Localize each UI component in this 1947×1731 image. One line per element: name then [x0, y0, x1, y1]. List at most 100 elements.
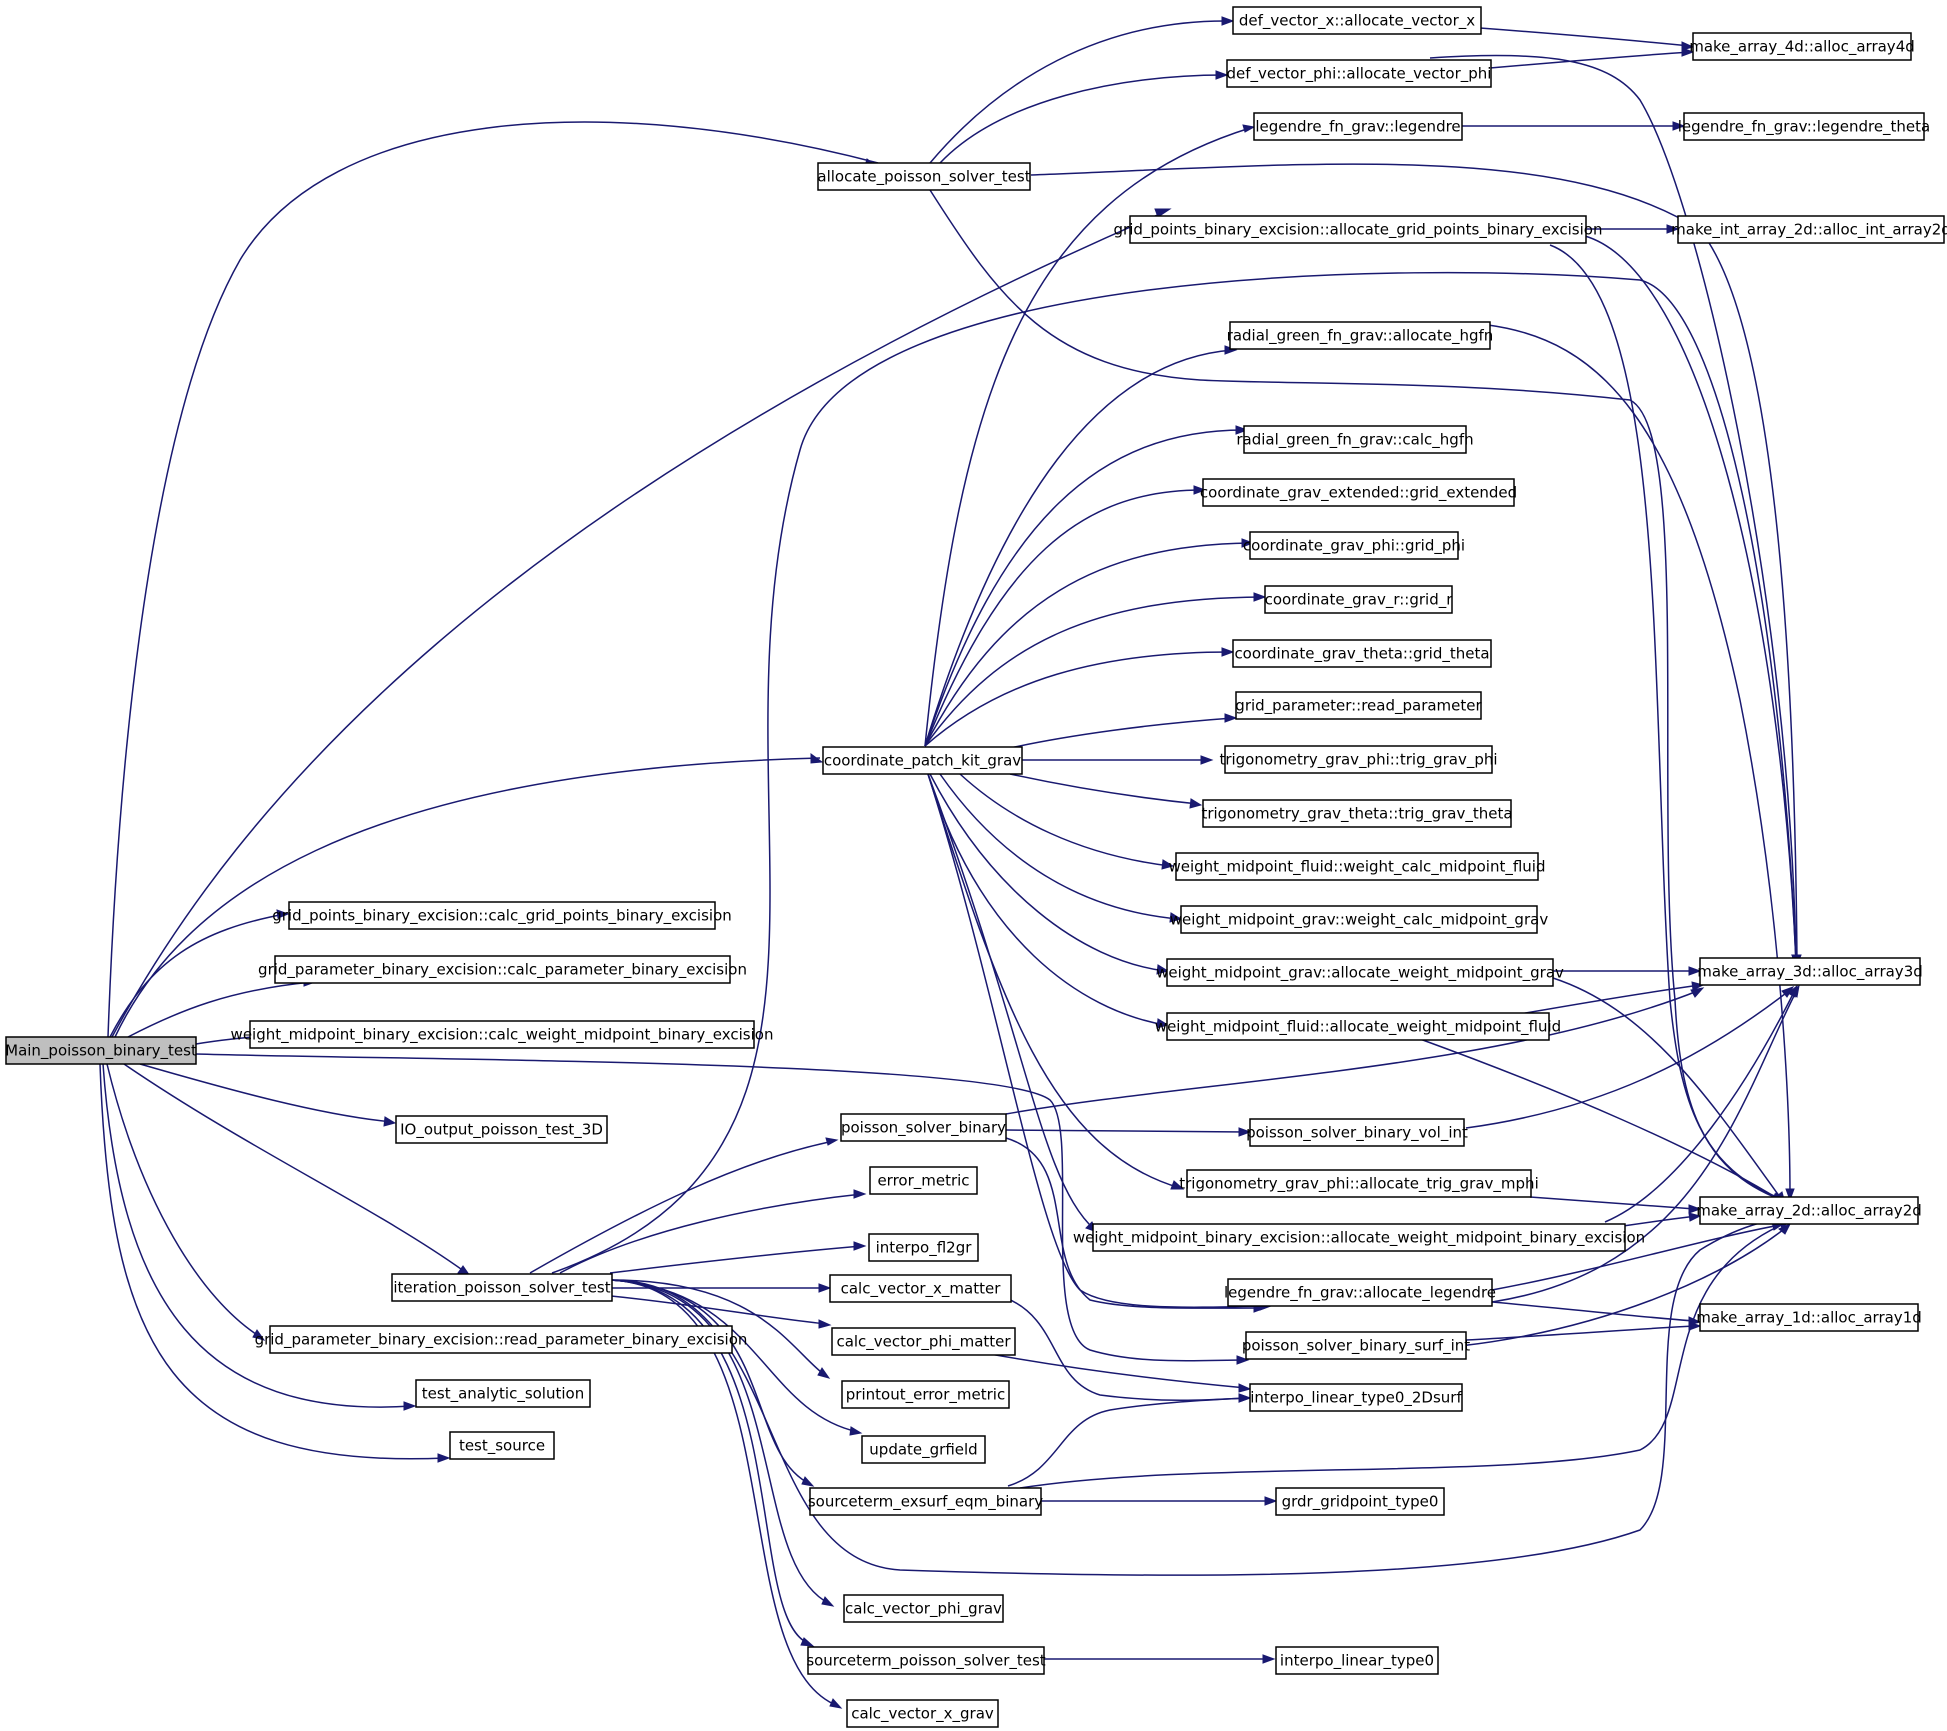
- function-node-box[interactable]: [809, 1487, 1042, 1516]
- function-node-box[interactable]: [1683, 112, 1925, 141]
- function-node-cgr[interactable]: coordinate_grav_r::grid_r: [1264, 585, 1454, 614]
- function-node-box[interactable]: [1699, 1303, 1919, 1332]
- function-node-box[interactable]: [391, 1273, 613, 1302]
- function-node-box[interactable]: [1249, 1118, 1465, 1147]
- function-node-em[interactable]: error_metric: [869, 1166, 978, 1195]
- function-node-box[interactable]: [1166, 958, 1554, 987]
- function-node-box[interactable]: [1129, 215, 1587, 244]
- function-node-box[interactable]: [843, 1594, 1004, 1623]
- function-node-box[interactable]: [1692, 32, 1912, 61]
- function-node-box[interactable]: [1275, 1646, 1439, 1675]
- function-node-il0[interactable]: interpo_linear_type0: [1275, 1646, 1439, 1675]
- function-node-gpa[interactable]: grid_points_binary_excision::allocate_gr…: [1114, 215, 1603, 244]
- function-node-a1d[interactable]: make_array_1d::alloc_array1d: [1696, 1303, 1922, 1332]
- function-node-box[interactable]: [1226, 59, 1492, 88]
- function-node-box[interactable]: [841, 1380, 1010, 1409]
- function-node-tgpa[interactable]: trigonometry_grav_phi::allocate_trig_gra…: [1179, 1169, 1539, 1198]
- function-node-cvpm[interactable]: calc_vector_phi_matter: [831, 1327, 1016, 1356]
- function-node-tgt[interactable]: trigonometry_grav_theta::trig_grav_theta: [1201, 799, 1513, 828]
- function-node-box[interactable]: [869, 1166, 978, 1195]
- function-node-wmba[interactable]: weight_midpoint_binary_excision::allocat…: [1073, 1223, 1645, 1252]
- function-node-ggt[interactable]: grdr_gridpoint_type0: [1275, 1487, 1445, 1516]
- function-node-box[interactable]: [1092, 1223, 1626, 1252]
- function-node-box[interactable]: [1249, 1383, 1463, 1412]
- function-node-box[interactable]: [817, 162, 1031, 191]
- function-node-tgp[interactable]: trigonometry_grav_phi::trig_grav_phi: [1219, 745, 1498, 774]
- function-node-box[interactable]: [1245, 1331, 1467, 1360]
- function-node-rah[interactable]: radial_green_fn_grav::allocate_hgfn: [1227, 321, 1494, 350]
- function-node-il2d[interactable]: interpo_linear_type0_2Dsurf: [1249, 1383, 1463, 1412]
- function-node-cge[interactable]: coordinate_grav_extended::grid_extended: [1200, 478, 1517, 507]
- function-node-dvp[interactable]: def_vector_phi::allocate_vector_phi: [1226, 59, 1492, 88]
- function-node-sps[interactable]: sourceterm_poisson_solver_test: [806, 1646, 1046, 1675]
- function-node-leg[interactable]: legendre_fn_grav::legendre: [1253, 112, 1463, 141]
- function-node-box[interactable]: [395, 1115, 608, 1144]
- function-node-cpk[interactable]: coordinate_patch_kit_grav: [822, 746, 1023, 775]
- function-node-wmg[interactable]: weight_midpoint_grav::weight_calc_midpoi…: [1170, 905, 1549, 934]
- function-node-cgt[interactable]: coordinate_grav_theta::grid_theta: [1232, 639, 1492, 668]
- function-node-box[interactable]: [1224, 745, 1493, 774]
- function-node-tas[interactable]: test_analytic_solution: [415, 1379, 591, 1408]
- function-node-box[interactable]: [1699, 957, 1921, 986]
- function-node-wmfa[interactable]: weight_midpoint_fluid::allocate_weight_m…: [1155, 1012, 1561, 1041]
- function-node-io[interactable]: IO_output_poisson_test_3D: [395, 1115, 608, 1144]
- function-node-gprb[interactable]: grid_parameter_binary_excision::read_par…: [255, 1325, 748, 1354]
- function-node-cvpg[interactable]: calc_vector_phi_grav: [843, 1594, 1004, 1623]
- function-node-box[interactable]: [1232, 6, 1482, 35]
- function-node-box[interactable]: [288, 901, 716, 930]
- function-node-psbv[interactable]: poisson_solver_binary_vol_int: [1246, 1118, 1468, 1147]
- function-node-cvxm[interactable]: calc_vector_x_matter: [829, 1274, 1012, 1303]
- function-node-ifl[interactable]: interpo_fl2gr: [868, 1233, 979, 1262]
- function-node-box[interactable]: [1229, 321, 1491, 350]
- function-node-dvx[interactable]: def_vector_x::allocate_vector_x: [1232, 6, 1482, 35]
- function-node-a4d[interactable]: make_array_4d::alloc_array4d: [1689, 32, 1915, 61]
- function-node-box[interactable]: [1677, 215, 1945, 244]
- function-node-cgp[interactable]: coordinate_grav_phi::grid_phi: [1243, 531, 1465, 560]
- function-node-box[interactable]: [415, 1379, 591, 1408]
- function-node-box[interactable]: [1202, 799, 1512, 828]
- function-node-box[interactable]: [274, 955, 731, 984]
- function-node-gpc[interactable]: grid_points_binary_excision::calc_grid_p…: [272, 901, 732, 930]
- function-node-ai2d[interactable]: make_int_array_2d::alloc_int_array2d: [1671, 215, 1947, 244]
- function-node-cvxg[interactable]: calc_vector_x_grav: [846, 1699, 999, 1728]
- function-node-box[interactable]: [822, 746, 1023, 775]
- function-node-box[interactable]: [1166, 1012, 1550, 1041]
- function-node-legt[interactable]: legendre_fn_grav::legendre_theta: [1678, 112, 1931, 141]
- function-node-box[interactable]: [1249, 531, 1459, 560]
- function-node-lega[interactable]: legendre_fn_grav::allocate_legendre: [1224, 1278, 1496, 1307]
- function-node-ips[interactable]: iteration_poisson_solver_test: [391, 1273, 613, 1302]
- function-node-main[interactable]: Main_poisson_binary_test: [5, 1036, 197, 1065]
- function-node-box[interactable]: [829, 1274, 1012, 1303]
- function-node-box[interactable]: [840, 1113, 1007, 1142]
- function-node-box[interactable]: [831, 1327, 1016, 1356]
- function-node-box[interactable]: [5, 1036, 197, 1065]
- function-node-gpbc[interactable]: grid_parameter_binary_excision::calc_par…: [258, 955, 747, 984]
- function-node-box[interactable]: [1253, 112, 1463, 141]
- function-node-box[interactable]: [1227, 1278, 1493, 1307]
- function-node-wmbc[interactable]: weight_midpoint_binary_excision::calc_we…: [231, 1020, 774, 1049]
- function-node-aps[interactable]: allocate_poisson_solver_test: [817, 162, 1031, 191]
- function-node-box[interactable]: [1232, 639, 1492, 668]
- function-node-box[interactable]: [1180, 905, 1538, 934]
- function-node-box[interactable]: [1243, 425, 1467, 454]
- function-node-box[interactable]: [269, 1325, 733, 1354]
- function-node-a2d[interactable]: make_array_2d::alloc_array2d: [1696, 1196, 1922, 1225]
- function-node-box[interactable]: [868, 1233, 979, 1262]
- function-node-grp[interactable]: grid_parameter::read_parameter: [1235, 691, 1483, 720]
- function-node-box[interactable]: [449, 1431, 555, 1460]
- function-node-wmga[interactable]: weight_midpoint_grav::allocate_weight_mi…: [1156, 958, 1564, 987]
- function-node-box[interactable]: [846, 1699, 999, 1728]
- function-node-rch[interactable]: radial_green_fn_grav::calc_hgfn: [1236, 425, 1474, 454]
- function-node-wmf[interactable]: weight_midpoint_fluid::weight_calc_midpo…: [1168, 852, 1546, 881]
- function-node-psb[interactable]: poisson_solver_binary: [840, 1113, 1007, 1142]
- function-node-box[interactable]: [249, 1020, 755, 1049]
- function-node-box[interactable]: [1235, 691, 1482, 720]
- function-node-a3d[interactable]: make_array_3d::alloc_array3d: [1697, 957, 1923, 986]
- function-node-box[interactable]: [1202, 478, 1515, 507]
- function-node-box[interactable]: [807, 1646, 1045, 1675]
- function-node-pem[interactable]: printout_error_metric: [841, 1380, 1010, 1409]
- function-node-box[interactable]: [1699, 1196, 1919, 1225]
- function-node-box[interactable]: [1186, 1169, 1532, 1198]
- function-node-ts[interactable]: test_source: [449, 1431, 555, 1460]
- function-node-box[interactable]: [1264, 585, 1453, 614]
